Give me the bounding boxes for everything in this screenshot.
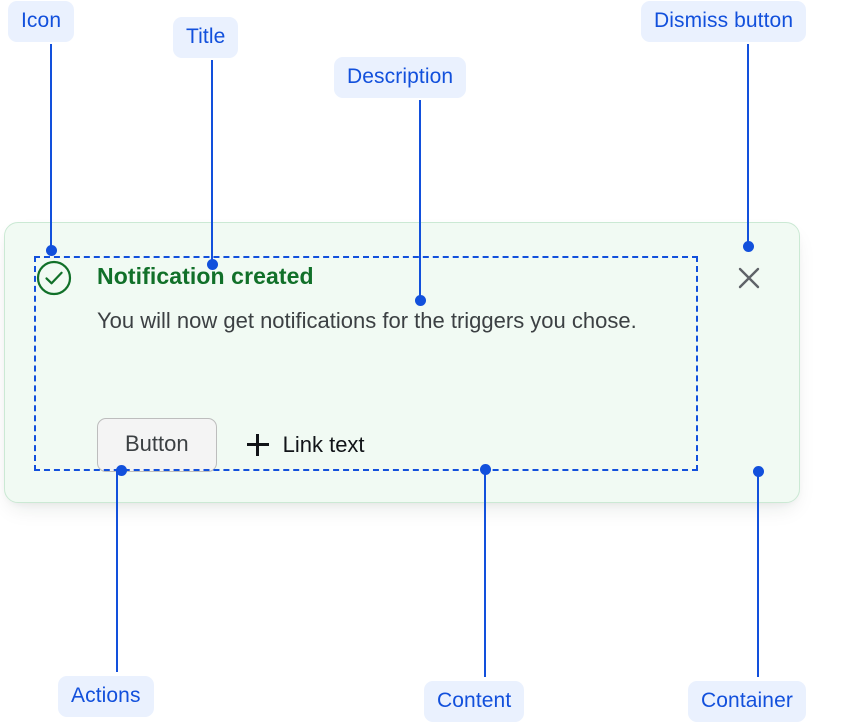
annotation-pill-content: Content [424,681,525,722]
notification-description: You will now get notifications for the t… [97,308,637,333]
leader-line-actions [116,470,118,672]
plus-icon [246,434,269,456]
annotation-pill-description: Description [334,57,467,98]
close-icon [738,267,760,289]
leader-line-icon [50,44,52,251]
annotation-pill-actions: Actions [58,676,154,717]
leader-line-content [484,470,486,677]
leader-line-title [211,60,213,264]
leader-dot-content [480,464,491,475]
annotation-pill-container: Container [688,681,806,722]
notification-text-block: Notification created You will now get no… [97,259,697,340]
action-link[interactable]: Link text [246,432,365,458]
leader-dot-container [753,466,764,477]
check-circle-icon [35,259,73,297]
annotation-pill-icon: Icon [8,1,75,42]
leader-dot-actions [116,465,127,476]
action-link-label: Link text [282,432,365,457]
leader-line-dismiss-button [747,44,749,247]
leader-line-container [757,473,759,677]
annotation-pill-dismiss-button: Dismiss button [641,1,807,42]
leader-dot-title [207,259,218,270]
leader-dot-icon [46,245,57,256]
leader-line-description [419,100,421,300]
notification-actions: Button Link text [97,418,365,472]
leader-dot-dismiss-button [743,241,754,252]
notification-card-container: Notification created You will now get no… [4,222,800,503]
leader-dot-description [415,295,426,306]
annotation-pill-title: Title [173,17,239,58]
dismiss-button[interactable] [732,261,766,295]
notification-title: Notification created [97,263,314,289]
action-button[interactable]: Button [97,418,217,472]
